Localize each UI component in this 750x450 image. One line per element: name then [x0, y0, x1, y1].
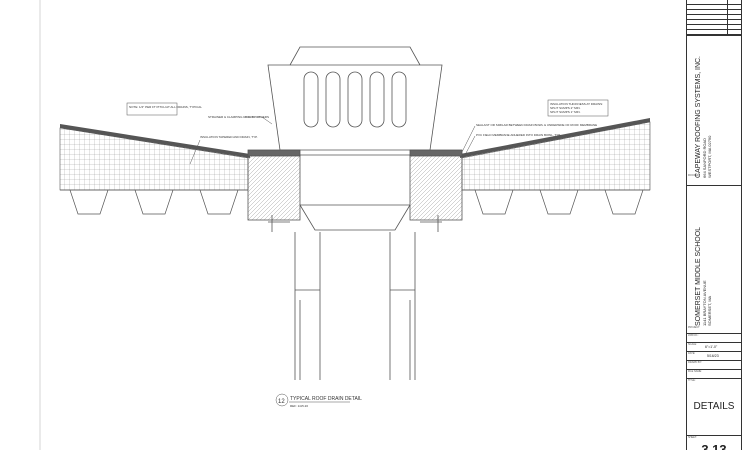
title-block: ROOFER CAPEWAY ROOFING SYSTEMS, INC. 664…	[686, 0, 742, 450]
revision-table	[687, 0, 741, 35]
drawn-by-label: DRAWN BY:	[688, 361, 702, 364]
file-name-label: FILE NAME:	[688, 370, 702, 373]
company-label: ROOFER	[688, 174, 699, 177]
company-box: ROOFER CAPEWAY ROOFING SYSTEMS, INC. 664…	[687, 35, 741, 186]
job-no-label: JOB NO.:	[688, 334, 699, 337]
detail-reference: REF: 1/A5.20	[290, 404, 308, 408]
sheet-label: SHEET:	[688, 436, 697, 439]
project-box: PROJECT SOMERSET MIDDLE SCHOOL 1141 BRAY…	[687, 185, 741, 334]
note-insulation-line2: SPLIT SUMPS 1" MIN.	[550, 110, 581, 114]
metal-deck	[60, 189, 650, 215]
note-pitch: NOTE: 1/4" PER FT PITCH AT ALL DRAINS, T…	[129, 105, 202, 109]
company-info: CAPEWAY ROOFING SYSTEMS, INC. 664 SANFOR…	[695, 56, 712, 178]
project-label: PROJECT	[688, 326, 700, 329]
company-address-2: WESTPORT, MA 02790	[707, 135, 712, 178]
note-insulation-title: INSULATION THICKNESS AT DRAINS:	[550, 102, 603, 106]
callout-insulation: INSULATION TAPERED AND DRAIN, TYP.	[200, 135, 258, 139]
title-box: TITLE: DETAILS	[687, 378, 741, 436]
callout-sealant: SEALANT OR SIMILAR BETWEEN DRAIN BOWL & …	[476, 123, 597, 127]
callout-strainer: STRAINER & CLAMPING RING BY OTHERS	[208, 115, 269, 119]
scale-row: SCALE: 6"=1'-0"	[687, 342, 741, 352]
title-label: TITLE:	[688, 379, 696, 382]
date-value: 5/16/23	[707, 354, 719, 358]
project-name: SOMERSET MIDDLE SCHOOL	[695, 226, 702, 326]
callout-membrane: PVC FIELD MEMBRANE ADHERED INTO DRAIN BO…	[476, 133, 561, 137]
detail-number: 12	[278, 399, 285, 405]
sheet-title: DETAILS	[693, 401, 735, 412]
sheet-box: SHEET: 3.13	[687, 435, 741, 450]
insulation-left	[59, 124, 250, 191]
drain-body	[247, 46, 463, 380]
annotation-leaders	[126, 99, 609, 407]
detail-title: TYPICAL ROOF DRAIN DETAIL	[290, 396, 362, 402]
date-label: DATE:	[688, 352, 696, 355]
project-info: SOMERSET MIDDLE SCHOOL 1141 BRAYTON AVEN…	[695, 227, 712, 326]
project-address-2: SOMERSET, MA	[707, 295, 712, 326]
note-insulation-line1: SPLIT SUMPS 2" MIN.	[550, 106, 581, 110]
company-name: CAPEWAY ROOFING SYSTEMS, INC.	[695, 56, 702, 178]
date-row: DATE: 5/16/23	[687, 351, 741, 361]
sheet-number: 3.13	[701, 442, 727, 450]
drawn-by-row: DRAWN BY:	[687, 360, 741, 370]
scale-label: SCALE:	[688, 343, 697, 346]
insulation-right	[460, 118, 651, 191]
scale-value: 6"=1'-0"	[705, 345, 718, 349]
job-no-row: JOB NO.:	[687, 333, 741, 343]
file-name-row: FILE NAME:	[687, 369, 741, 379]
